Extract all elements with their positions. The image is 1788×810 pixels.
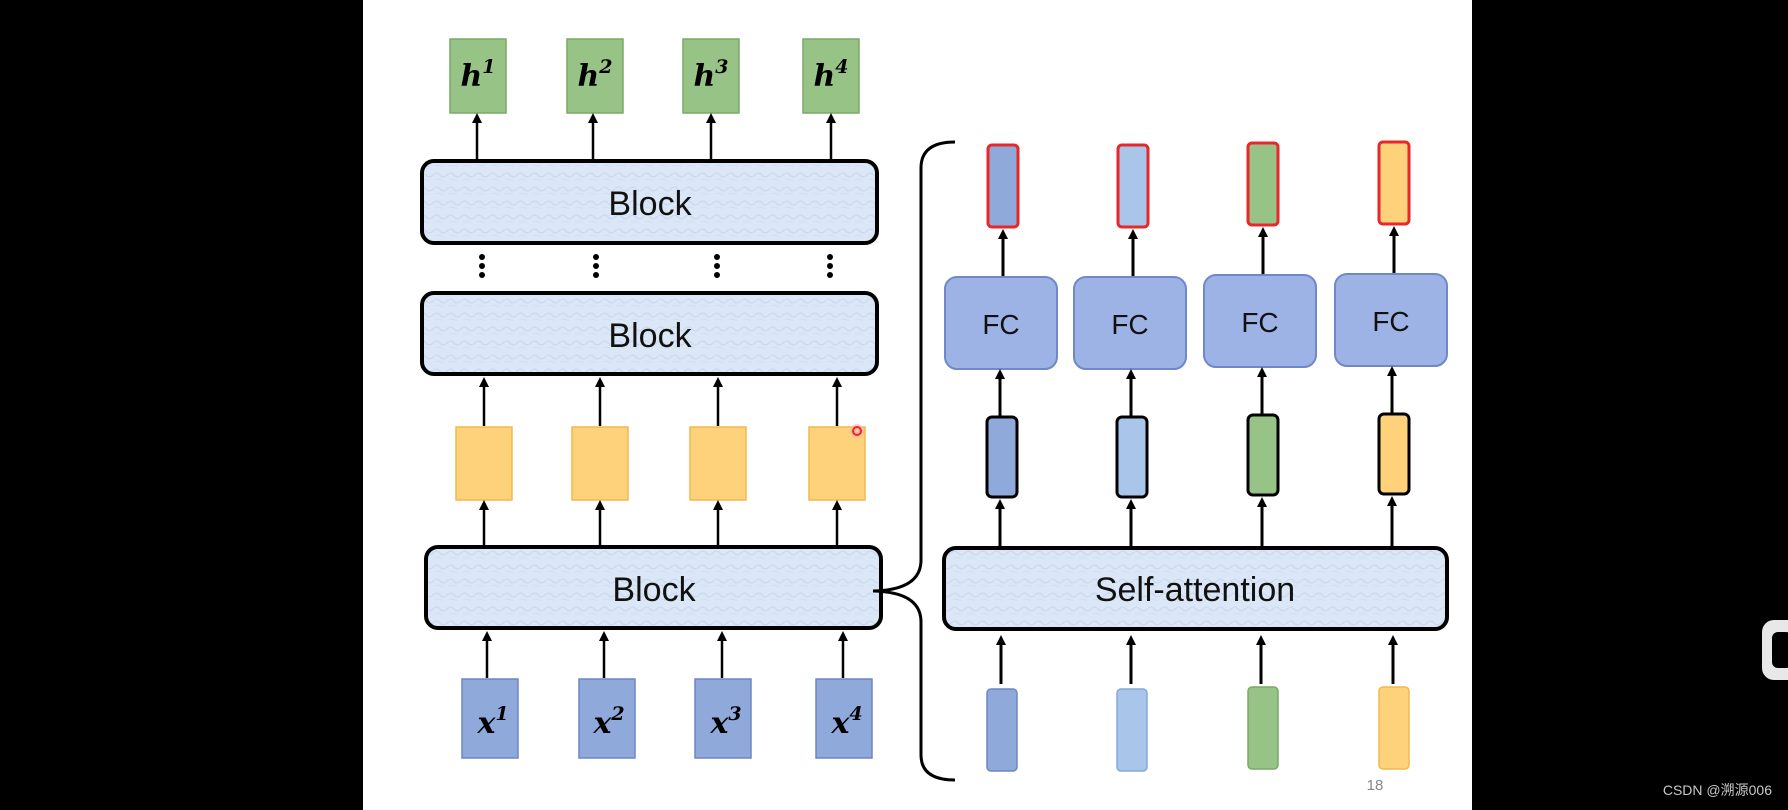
arrows-fc-up (998, 226, 1399, 276)
slide: h1 h2 h3 h4 Block (363, 0, 1472, 810)
sa-input-vectors (986, 686, 1410, 772)
svg-text:x2: x2 (592, 703, 624, 741)
svg-text:Block: Block (612, 571, 696, 609)
svg-text:x4: x4 (830, 703, 862, 741)
self-attention-block: Self-attention (942, 546, 1449, 631)
intermediate-vectors (455, 426, 866, 501)
transformer-encoder-diagram: h1 h2 h3 h4 Block (420, 38, 1449, 794)
fc-layer-1: FC (944, 276, 1058, 370)
input-x4: x4 (815, 678, 873, 759)
svg-text:Self-attention: Self-attention (1095, 571, 1295, 609)
tv-icon (1772, 632, 1788, 668)
svg-text:h4: h4 (813, 56, 848, 94)
fc-layer-2: FC (1073, 276, 1187, 370)
arrows-yellow-up (479, 377, 842, 426)
output-h2: h2 (566, 38, 624, 114)
arrows-mid-up (995, 366, 1397, 416)
svg-text:FC: FC (1241, 307, 1278, 338)
svg-text:h2: h2 (577, 56, 612, 94)
watermark: CSDN @溯源006 (1662, 782, 1772, 798)
output-h4: h4 (802, 38, 860, 114)
svg-text:FC: FC (982, 309, 1019, 340)
input-x3: x3 (694, 678, 752, 759)
svg-text:Block: Block (608, 185, 692, 223)
block-middle: Block (420, 291, 879, 376)
svg-text:FC: FC (1111, 309, 1148, 340)
svg-text:Block: Block (608, 317, 692, 355)
cursor-marker (850, 424, 864, 438)
floating-side-icon[interactable] (1762, 620, 1788, 680)
fc-layer-4: FC (1334, 273, 1448, 367)
fc-layer-3: FC (1203, 274, 1317, 368)
page-number: 18 (1367, 777, 1384, 794)
block-top: Block (420, 159, 879, 245)
curly-brace (872, 140, 956, 782)
block-bottom: Block (424, 545, 883, 630)
fc-output-vectors (986, 140, 1411, 229)
arrows-sa-up (995, 496, 1397, 548)
svg-text:h3: h3 (693, 56, 728, 94)
svg-text:x3: x3 (709, 703, 741, 741)
svg-text:x1: x1 (476, 703, 508, 741)
ellipsis-dots (479, 254, 833, 278)
output-h1: h1 (449, 38, 507, 114)
arrows-block-to-yellow (479, 500, 842, 546)
svg-text:h1: h1 (460, 56, 495, 94)
arrows-sa-input (996, 635, 1398, 684)
arrows-top (472, 113, 836, 160)
output-h3: h3 (682, 38, 740, 114)
svg-text:FC: FC (1372, 306, 1409, 337)
attention-output-vectors (985, 412, 1411, 499)
input-x1: x1 (461, 678, 519, 759)
input-x2: x2 (578, 678, 636, 759)
arrows-input-up (482, 631, 848, 678)
